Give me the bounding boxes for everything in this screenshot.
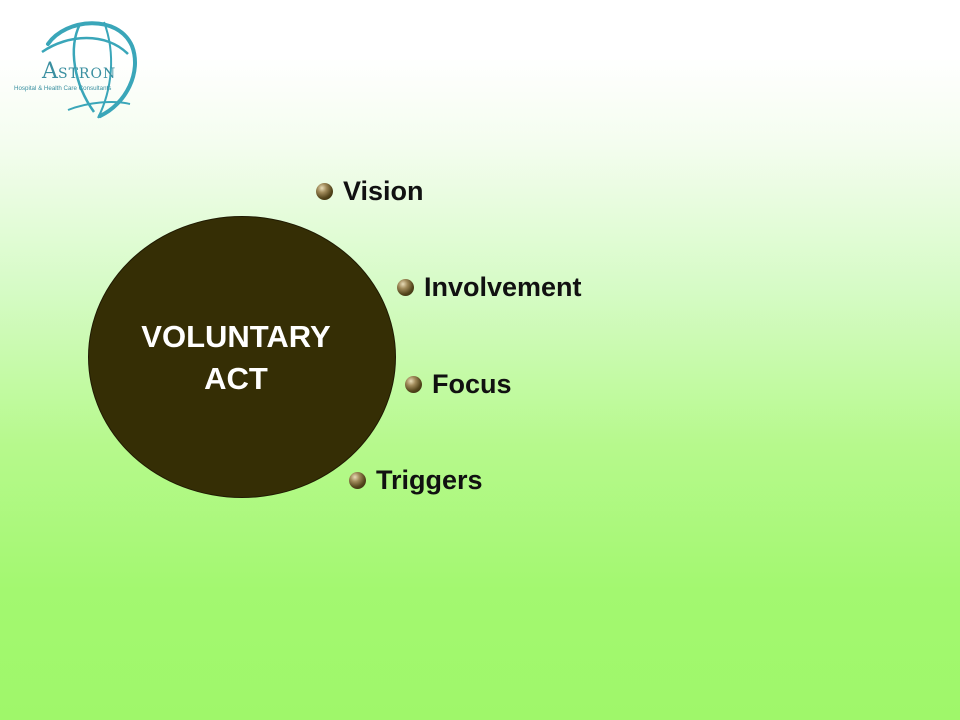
item-focus-label: Focus	[432, 369, 512, 399]
svg-text:A: A	[41, 59, 59, 84]
circle-label-line-1: VOLUNTARY	[141, 319, 331, 354]
item-vision: Vision	[316, 176, 424, 207]
bullet-ball-icon	[349, 472, 366, 489]
item-focus: Focus	[405, 369, 512, 400]
bullet-ball-icon	[316, 183, 333, 200]
item-triggers: Triggers	[349, 465, 483, 496]
item-involvement-label: Involvement	[424, 272, 582, 302]
item-involvement: Involvement	[397, 272, 582, 303]
astron-logo: A STRON Hospital & Health Care Consultan…	[8, 14, 142, 122]
bullet-ball-icon	[405, 376, 422, 393]
item-triggers-label: Triggers	[376, 465, 483, 495]
circle-label-line-2: ACT	[204, 361, 268, 396]
item-vision-label: Vision	[343, 176, 424, 206]
svg-text:Hospital & Health Care Consult: Hospital & Health Care Consultants	[14, 85, 111, 92]
astron-logo-graphic: A STRON Hospital & Health Care Consultan…	[14, 21, 138, 119]
bullet-ball-icon	[397, 279, 414, 296]
svg-text:STRON: STRON	[58, 66, 116, 82]
voluntary-act-circle	[88, 216, 396, 498]
circle-label: VOLUNTARY ACT	[88, 316, 384, 400]
